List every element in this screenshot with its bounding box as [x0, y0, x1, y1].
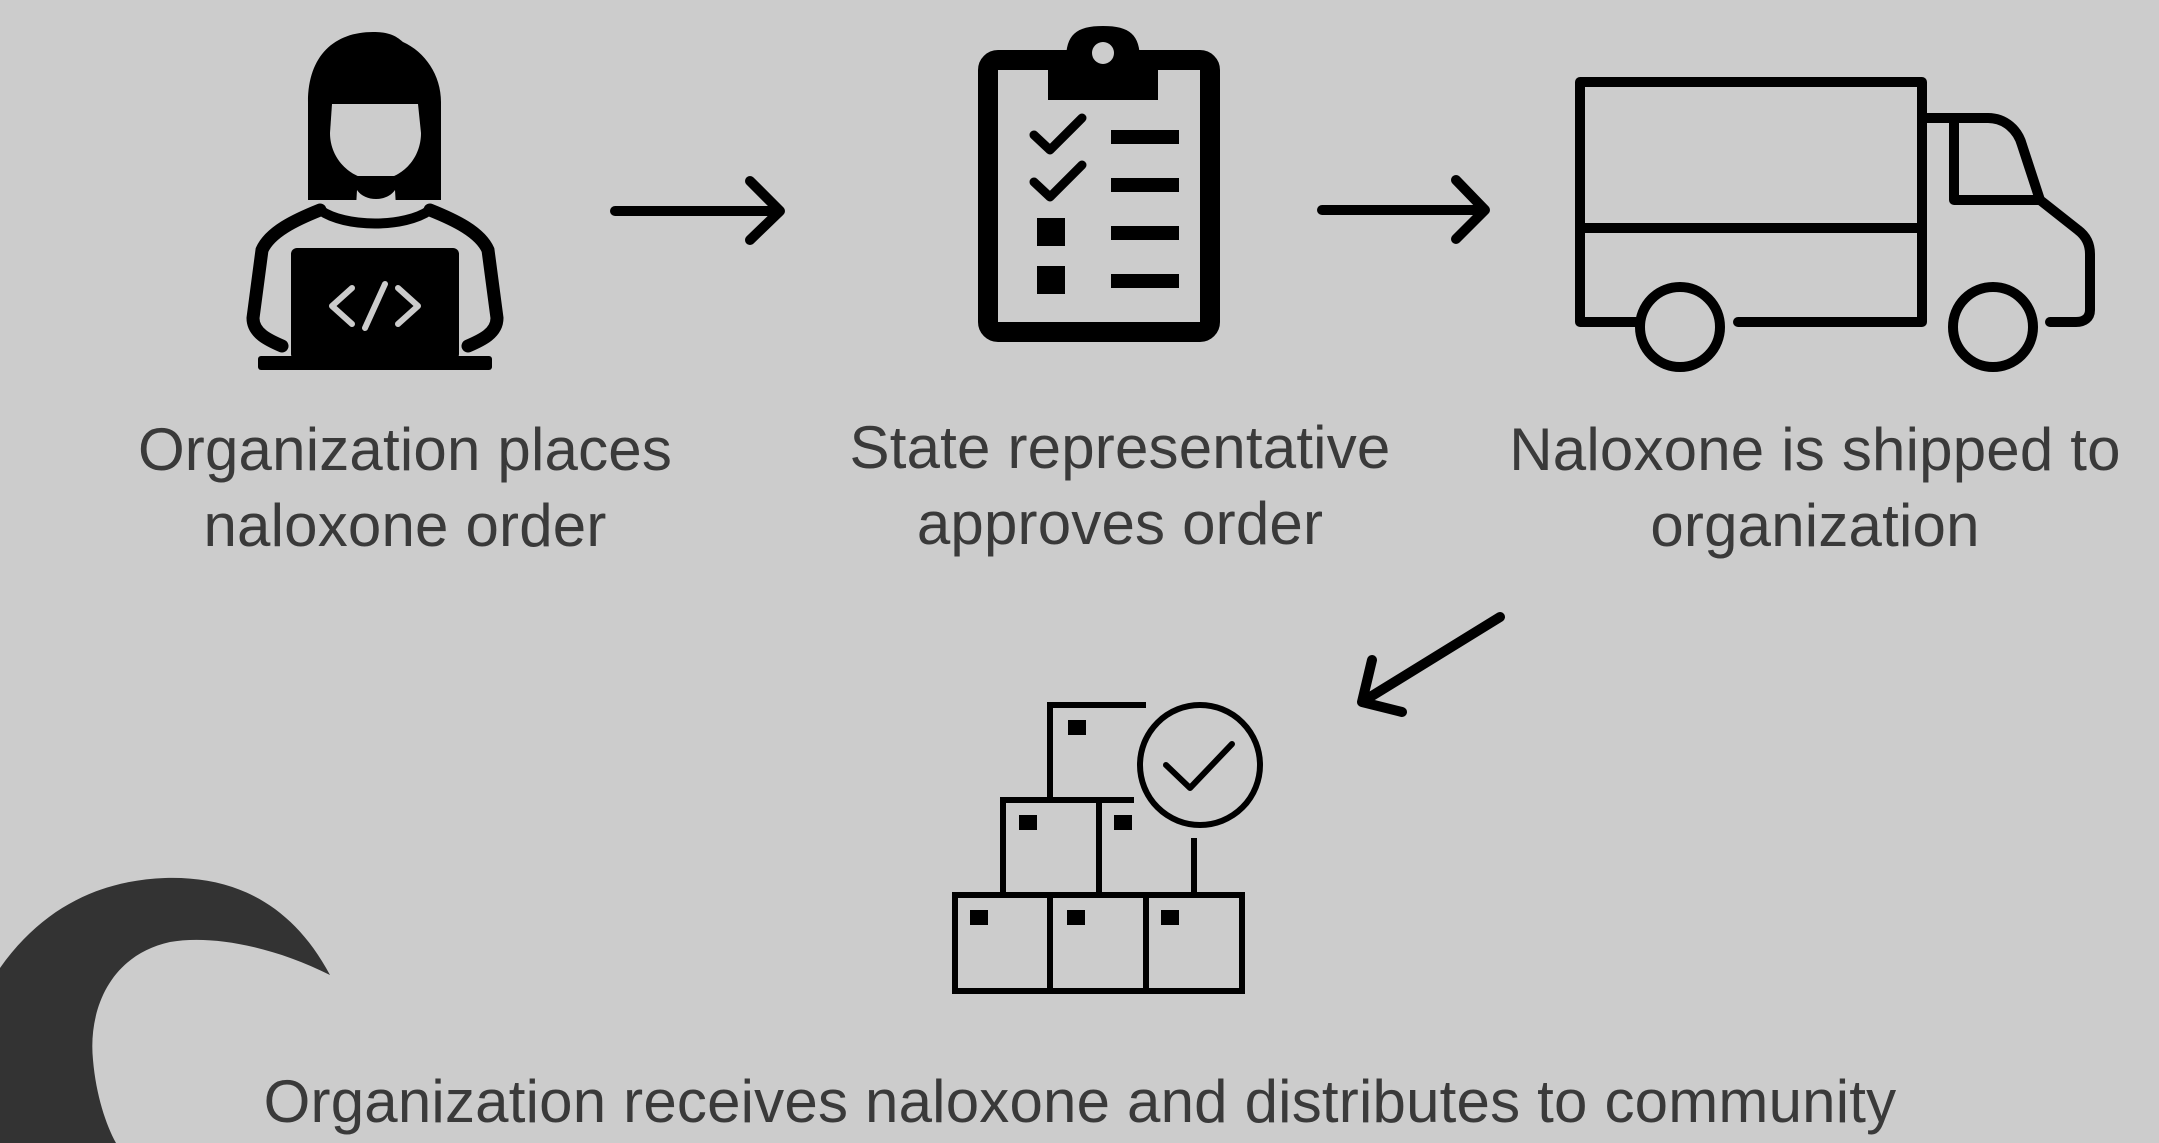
step-1-label: Organization places naloxone order — [137, 416, 673, 559]
clipboard-checklist-icon — [978, 26, 1220, 342]
delivery-truck-icon — [1575, 77, 2095, 372]
arrow-down-left-icon — [1357, 612, 1505, 717]
arrow-right-icon — [1317, 175, 1490, 244]
step-4-label: Organization receives naloxone and distr… — [263, 1068, 1897, 1135]
step-3-label: Naloxone is shipped to organization — [1509, 416, 2121, 559]
step-2-label: State representative approves order — [849, 414, 1391, 557]
boxes-check-icon — [952, 702, 1263, 994]
arrow-right-icon — [610, 176, 785, 245]
person-laptop-icon — [246, 32, 504, 370]
